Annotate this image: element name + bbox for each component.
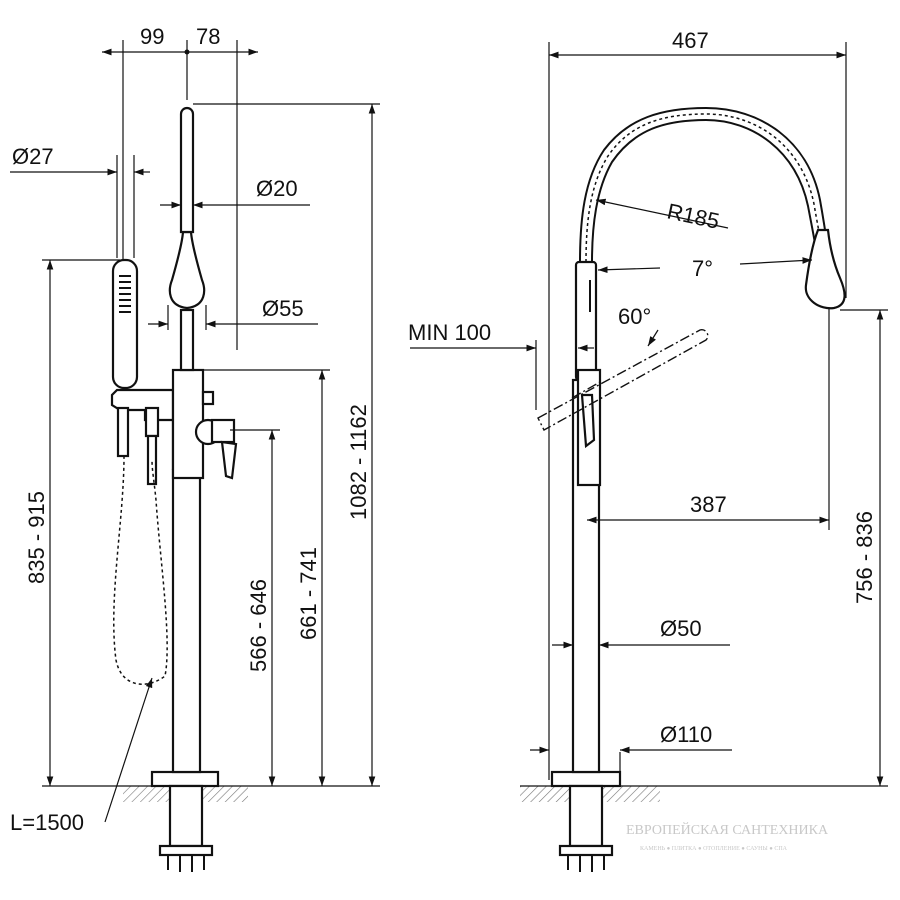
- dim-angle-7: 7°: [692, 256, 713, 281]
- watermark-title: ЕВРОПЕЙСКАЯ САНТЕХНИКА: [626, 821, 829, 838]
- watermark: ЕВРОПЕЙСКАЯ САНТЕХНИКА КАМЕНЬ ● ПЛИТКА ●…: [626, 821, 829, 852]
- dim-756-836: 756 - 836: [852, 511, 877, 604]
- right-base: [550, 770, 622, 872]
- dim-radius-185: R185: [665, 198, 722, 233]
- dim-diameter-50: Ø50: [660, 616, 702, 641]
- right-mixer-body: [574, 260, 602, 487]
- dim-661-741: 661 - 741: [296, 547, 321, 640]
- right-dimensions: [410, 42, 888, 787]
- left-hose: [113, 455, 168, 685]
- dim-1082-1162: 1082 - 1162: [346, 404, 371, 520]
- left-view: 99 78 Ø27 Ø20 Ø55 835 - 915 566 - 646 66…: [10, 24, 380, 872]
- left-spout: [168, 106, 206, 372]
- dim-387: 387: [690, 492, 727, 517]
- left-base: [150, 770, 220, 872]
- left-column: [171, 468, 202, 774]
- right-view: 467 R185 7° 60° MIN 100 387 756 - 836 Ø5…: [408, 28, 888, 872]
- dim-min-100: MIN 100: [408, 320, 491, 345]
- dim-566-646: 566 - 646: [246, 579, 271, 672]
- left-hand-shower: [111, 258, 160, 486]
- dim-78: 78: [196, 24, 220, 49]
- right-lever-60deg: [537, 329, 709, 431]
- hose-length: L=1500: [10, 810, 84, 835]
- left-mixer-body: [110, 368, 238, 480]
- dim-diameter-110: Ø110: [660, 722, 712, 747]
- dim-angle-60: 60°: [618, 304, 651, 329]
- right-gooseneck: [579, 106, 846, 310]
- dim-99: 99: [140, 24, 164, 49]
- dim-835-915: 835 - 915: [24, 491, 49, 584]
- dim-diameter-20: Ø20: [256, 176, 298, 201]
- left-dimensions: [10, 40, 380, 823]
- dim-diameter-27: Ø27: [12, 144, 54, 169]
- dim-diameter-55: Ø55: [262, 296, 304, 321]
- dim-467: 467: [672, 28, 709, 53]
- watermark-subtitle: КАМЕНЬ ● ПЛИТКА ● ОТОПЛЕНИЕ ● САУНЫ ● СП…: [640, 846, 788, 852]
